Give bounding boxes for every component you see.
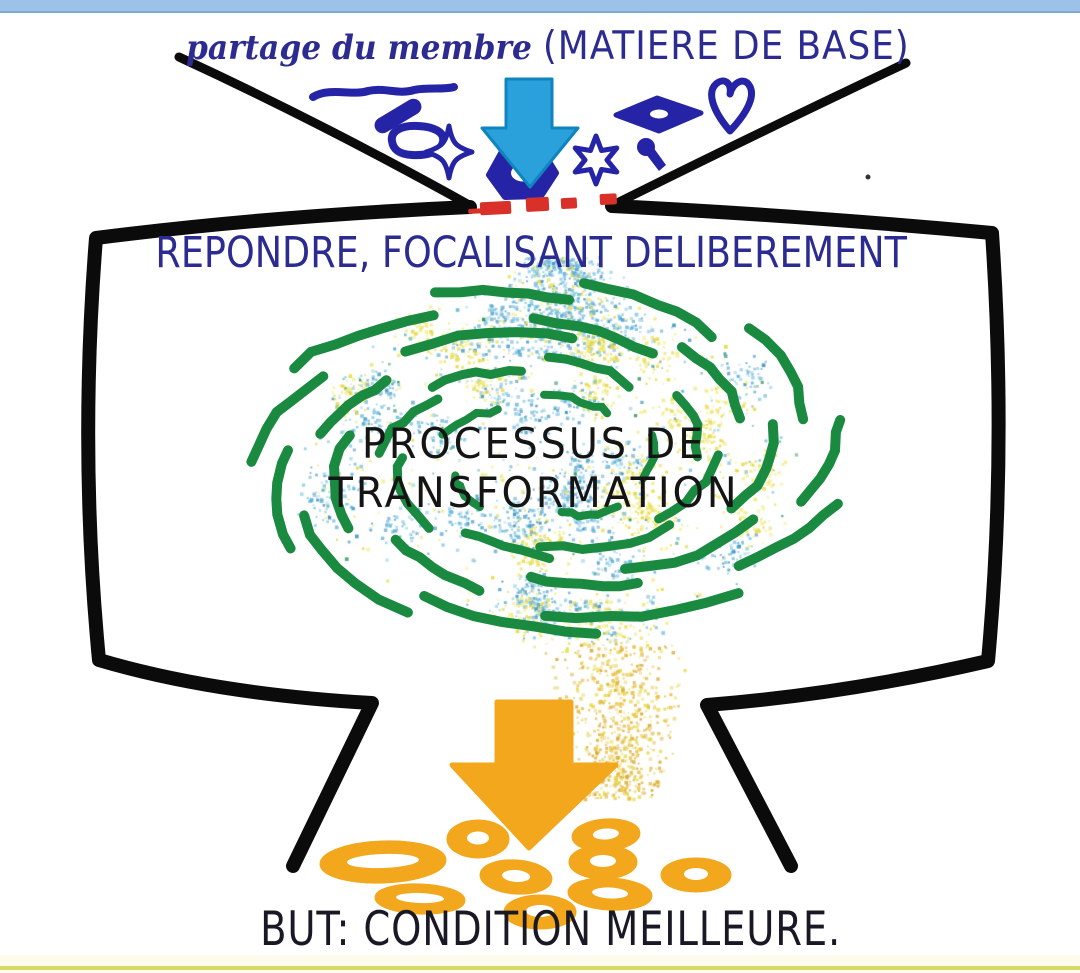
input-arrow-icon [480,77,580,189]
stray-dot [865,174,871,180]
input-caption-script: partage du membre [185,28,532,68]
intake-dashes [468,193,617,216]
heart-icon [708,77,755,135]
machine-body-outline [81,199,1006,873]
process-label-line1: PROCESSUS DE [361,419,707,468]
four-point-star-icon [423,123,475,181]
bottom-border-line [0,966,1080,970]
donut-particle [660,857,732,893]
pill-icon [374,98,422,134]
input-caption: partage du membre (MATIERE DE BASE) [186,24,910,69]
key-drop-icon [637,138,666,171]
donut-particle [374,883,466,915]
diamond-ring-icon [613,95,704,134]
donut-particle [446,819,510,859]
donut-particle [568,844,638,880]
process-label-line2: TRANSFORMATION [328,468,740,517]
donut-particle [479,859,553,895]
top-border-bar [0,0,1080,13]
donut-particle [503,894,577,930]
output-arrow-icon [449,699,619,851]
goal-caption: BUT: CONDITION MEILLEURE. [260,902,842,957]
input-caption-caps: (MATIERE DE BASE) [542,24,910,69]
intake-funnel-lines [174,52,911,211]
transformation-swirl-icon [246,278,846,639]
machine-caption: REPONDRE, FOCALISANT DELIBEREMENT [155,228,907,278]
squiggle-line-icon [309,83,458,101]
donut-particle [567,877,653,911]
process-label: PROCESSUS DE TRANSFORMATION [329,419,740,517]
six-point-star-icon [572,133,620,187]
donut-particle [319,840,447,884]
bottom-border-bar [0,955,1080,973]
output-particles [319,818,732,930]
